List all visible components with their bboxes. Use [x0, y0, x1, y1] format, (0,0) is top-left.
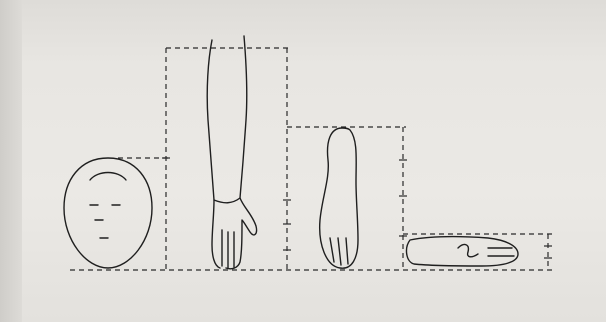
arm-figure [207, 36, 256, 269]
foot-side-ankle [458, 245, 478, 257]
foot-sole-toe-1 [330, 238, 334, 262]
arm-wrist-crease [214, 198, 240, 203]
arm-outline-right [226, 36, 257, 269]
foot-side-figure [407, 237, 518, 266]
head-outline [64, 158, 152, 268]
foot-sole-toe-3 [346, 238, 348, 264]
head-figure [64, 158, 152, 268]
arm-frame [162, 48, 292, 270]
head-hairline [90, 173, 126, 181]
arm-outline-left [207, 40, 220, 268]
foot-side-outline [407, 237, 518, 266]
foot-sole-toe-2 [338, 238, 341, 265]
foot-sole-figure [320, 128, 358, 268]
